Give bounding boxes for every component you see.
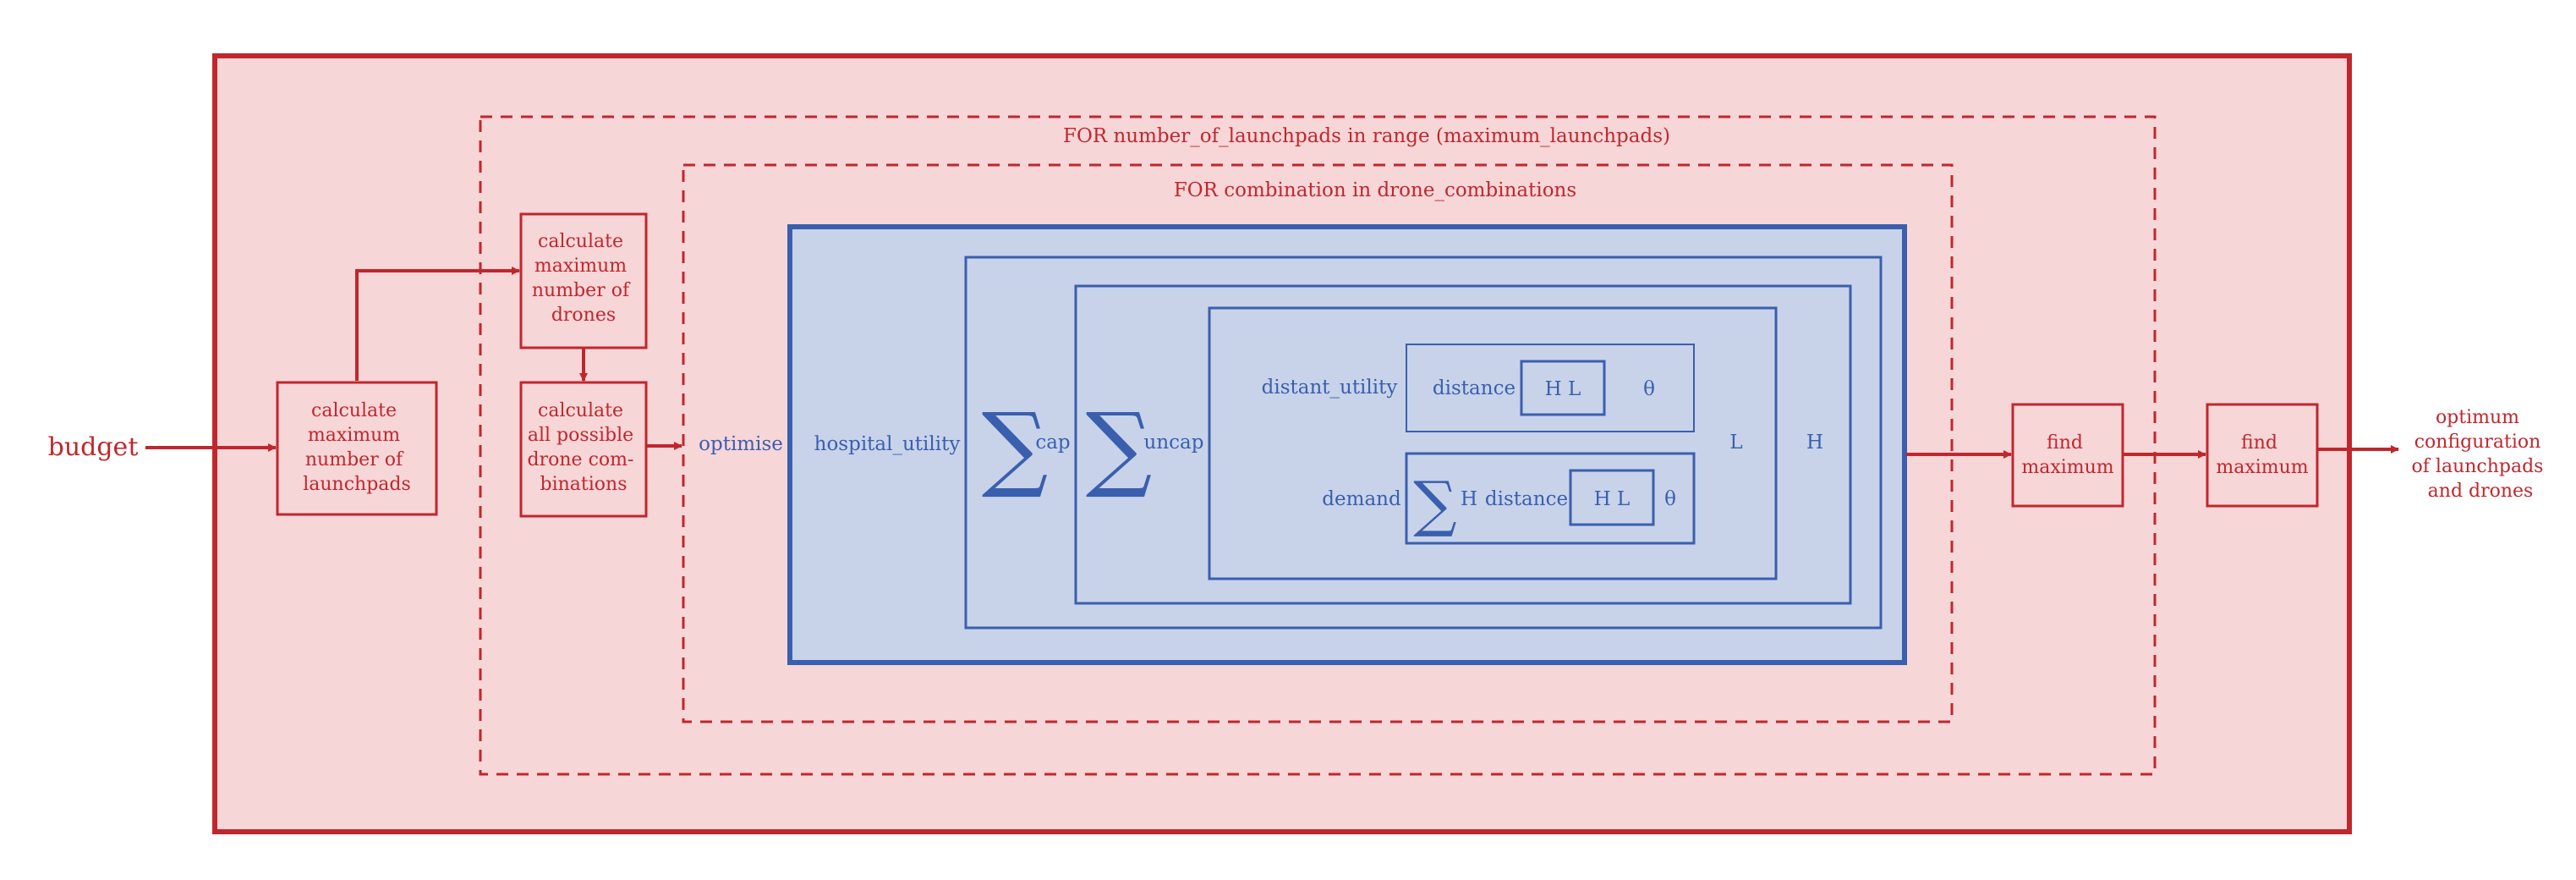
calc-combinations-box: [519, 381, 648, 518]
distance-label-2: distance: [1485, 488, 1568, 510]
optimise-box: [787, 224, 1907, 665]
calc-launchpads-line-4: launchpads: [303, 474, 411, 495]
uncap-label: uncap: [1144, 432, 1204, 454]
output-label: optimum configuration of launchpads and …: [2412, 407, 2550, 502]
theta-label-2: θ: [1664, 488, 1676, 510]
calc-launchpads-line-3: number of: [305, 449, 404, 470]
demand-box: [1405, 452, 1696, 545]
budget-label: budget: [48, 432, 139, 462]
find-max-2-line-2: maximum: [2216, 457, 2308, 478]
calc-drones-line-2: maximum: [534, 256, 627, 277]
calc-combinations-label: calculate all possible drone com- binati…: [528, 400, 640, 495]
theta-label-1: θ: [1643, 378, 1655, 400]
calc-drones-line-1: calculate: [538, 231, 623, 252]
uncap-sum-icon: ∑: [1086, 393, 1153, 501]
h-index-label: H: [1806, 432, 1823, 454]
calc-combinations-line-3: drone com-: [528, 449, 634, 470]
find-max-1-box: [2011, 403, 2124, 508]
inner-loop-box: [682, 163, 1954, 723]
demand-label: demand: [1322, 488, 1401, 510]
demand-h-label: H: [1461, 488, 1477, 510]
hospital-utility-label: hospital_utility: [814, 433, 961, 455]
calc-drones-label: calculate maximum number of drones: [532, 231, 635, 326]
calc-launchpads-line-1: calculate: [311, 400, 397, 421]
calc-launchpads-label: calculate maximum number of launchpads: [303, 400, 411, 495]
output-line-2: configuration: [2414, 432, 2541, 453]
hl-label-2: H L: [1594, 488, 1631, 510]
find-max-2-label: find maximum: [2216, 432, 2308, 478]
distant-hl-box: [1520, 360, 1606, 416]
calc-combinations-line-4: binations: [540, 474, 628, 495]
hospital-utility-box: [964, 256, 1883, 630]
find-max-2-line-1: find: [2241, 432, 2277, 454]
outer-loop-box: [479, 115, 2157, 776]
cap-label: cap: [1035, 432, 1070, 454]
hl-label-1: H L: [1545, 378, 1581, 400]
distant-utility-box: [1406, 344, 1695, 432]
calc-drones-line-4: drones: [551, 305, 616, 326]
optimise-label: optimise: [699, 433, 783, 455]
arrow-launchpads-to-drones: [355, 267, 520, 381]
demand-sum-icon: ∑: [1413, 468, 1456, 539]
outer-loop-label: FOR number_of_launchpads in range (maxim…: [1063, 125, 1670, 147]
output-line-3: of launchpads: [2412, 456, 2544, 477]
inner-loop-label: FOR combination in drone_combinations: [1174, 179, 1576, 201]
output-line-1: optimum: [2436, 407, 2519, 428]
distance-label-1: distance: [1433, 377, 1515, 399]
calc-combinations-line-2: all possible: [528, 425, 633, 446]
find-max-1-label: find maximum: [2021, 432, 2113, 478]
find-max-1-line-1: find: [2047, 432, 2083, 454]
find-max-2-box: [2206, 403, 2319, 508]
demand-hl-box: [1569, 469, 1655, 526]
output-line-4: and drones: [2428, 481, 2534, 502]
calc-launchpads-line-2: maximum: [308, 425, 400, 446]
l-index-label: L: [1729, 432, 1742, 454]
cap-box: [1074, 284, 1852, 605]
distant-utility-label: distant_utility: [1262, 377, 1398, 399]
calc-launchpads-box: [276, 381, 438, 516]
find-max-1-line-2: maximum: [2021, 457, 2113, 478]
calc-drones-line-3: number of: [532, 280, 631, 301]
calc-combinations-line-1: calculate: [538, 400, 623, 421]
uncap-box: [1208, 306, 1778, 580]
calc-drones-box: [519, 212, 648, 349]
cap-sum-icon: ∑: [982, 393, 1049, 501]
